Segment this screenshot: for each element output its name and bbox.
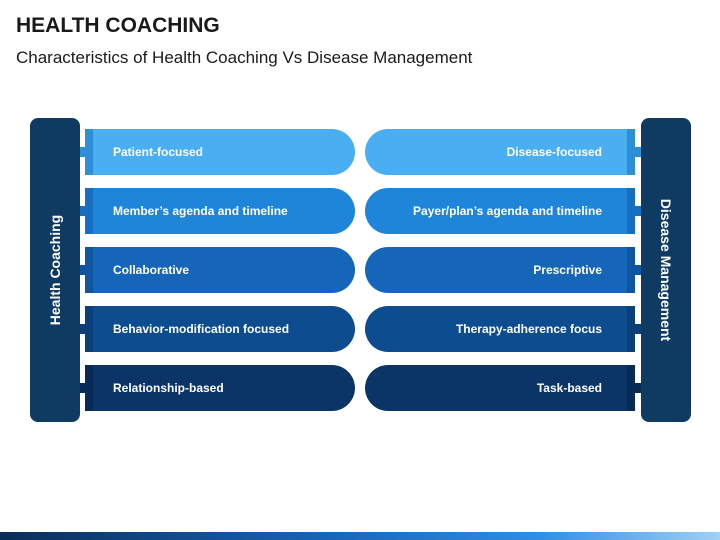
left-accent-bar	[85, 306, 93, 352]
right-connector	[628, 265, 641, 275]
left-accent-bar	[85, 247, 93, 293]
disease-management-column: Disease Management	[641, 118, 691, 422]
right-connector	[628, 324, 641, 334]
left-accent-bar	[85, 365, 93, 411]
disease-management-item: Therapy-adherence focus	[365, 306, 627, 352]
footer-gradient-bar	[0, 532, 720, 540]
health-coaching-item: Behavior-modification focused	[93, 306, 355, 352]
disease-management-item: Payer/plan’s agenda and timeline	[365, 188, 627, 234]
disease-management-item: Task-based	[365, 365, 627, 411]
left-accent-bar	[85, 129, 93, 175]
health-coaching-item: Relationship-based	[93, 365, 355, 411]
health-coaching-label: Health Coaching	[47, 214, 63, 326]
page-title: HEALTH COACHING	[16, 14, 220, 37]
health-coaching-column: Health Coaching	[30, 118, 80, 422]
disease-management-label: Disease Management	[658, 198, 674, 342]
left-accent-bar	[85, 188, 93, 234]
right-connector	[628, 383, 641, 393]
page-subtitle: Characteristics of Health Coaching Vs Di…	[16, 48, 473, 67]
disease-management-item: Disease-focused	[365, 129, 627, 175]
right-connector	[628, 206, 641, 216]
health-coaching-item: Member’s agenda and timeline	[93, 188, 355, 234]
health-coaching-item: Collaborative	[93, 247, 355, 293]
health-coaching-item: Patient-focused	[93, 129, 355, 175]
right-connector	[628, 147, 641, 157]
disease-management-item: Prescriptive	[365, 247, 627, 293]
